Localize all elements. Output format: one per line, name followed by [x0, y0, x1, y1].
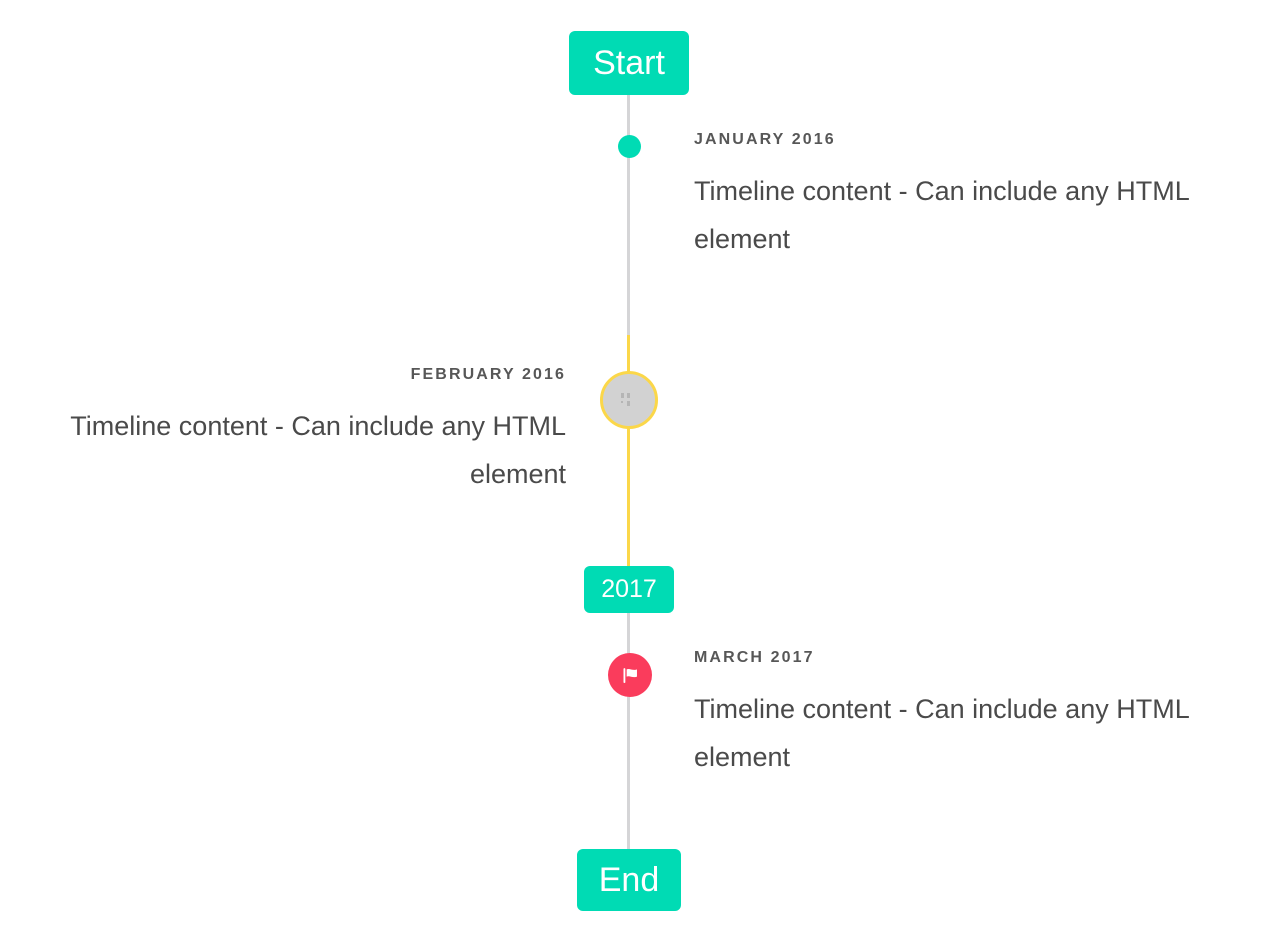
timeline-rail-upper	[627, 95, 630, 335]
timeline-rail-accent	[627, 335, 630, 567]
timeline-rail-lower	[627, 612, 630, 850]
timeline-event-january-2016: JANUARY 2016 Timeline content - Can incl…	[694, 130, 1218, 263]
timeline-marker-february-2016[interactable]	[600, 371, 658, 429]
milestone-year-label: 2017	[601, 575, 657, 603]
timeline-event-march-2017: MARCH 2017 Timeline content - Can includ…	[694, 648, 1218, 781]
timeline-event-label: FEBRUARY 2016	[410, 366, 566, 383]
milestone-start[interactable]: Start	[569, 31, 689, 95]
timeline-event-label: JANUARY 2016	[694, 131, 836, 148]
milestone-start-label: Start	[593, 44, 665, 82]
milestone-end-label: End	[598, 861, 660, 899]
milestone-year-2017[interactable]: 2017	[584, 566, 674, 613]
broken-image-icon	[621, 393, 630, 406]
timeline-marker-january-2016[interactable]	[618, 135, 641, 158]
timeline-event-body: Timeline content - Can include any HTML …	[70, 411, 566, 490]
timeline-event-body: Timeline content - Can include any HTML …	[694, 694, 1189, 773]
milestone-end[interactable]: End	[577, 849, 681, 911]
timeline-event-label: MARCH 2017	[694, 649, 815, 666]
flag-icon	[623, 667, 637, 683]
timeline-event-february-2016: FEBRUARY 2016 Timeline content - Can inc…	[42, 365, 566, 498]
timeline-event-body: Timeline content - Can include any HTML …	[694, 176, 1189, 255]
timeline-marker-march-2017[interactable]	[608, 653, 652, 697]
